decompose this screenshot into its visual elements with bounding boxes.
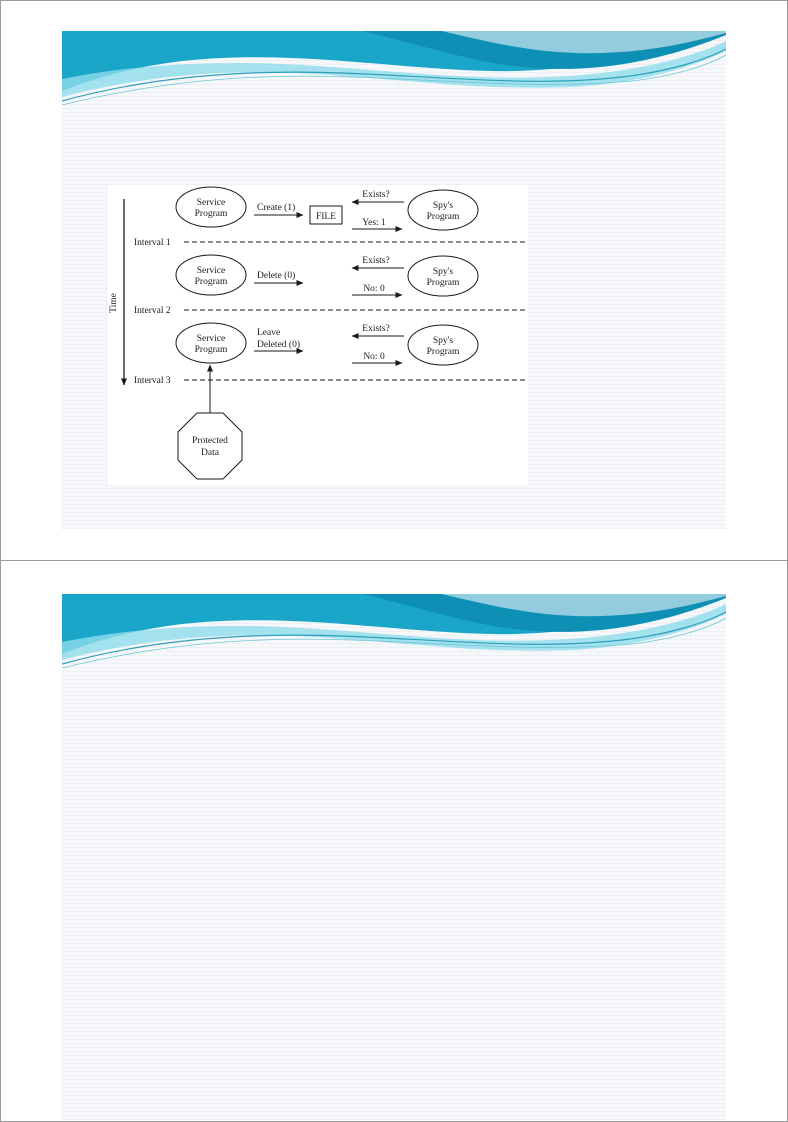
interval-1-label: Interval 1 bbox=[134, 238, 171, 248]
spy-program-node bbox=[407, 324, 479, 366]
file-label: FILE bbox=[316, 212, 336, 222]
leave-label: Leave bbox=[257, 328, 280, 338]
no-answer-label: No: 0 bbox=[363, 284, 385, 294]
spy-program-label-line1: Spy's bbox=[433, 267, 453, 277]
exists-query-label: Exists? bbox=[362, 324, 389, 334]
interval-2-label: Interval 2 bbox=[134, 306, 171, 316]
service-program-label-line2: Program bbox=[195, 277, 228, 287]
slide-1-banner bbox=[62, 31, 726, 106]
delete-label: Delete (0) bbox=[257, 270, 295, 281]
slide-1: Time Interval 1 Interval 2 Interval 3 Se… bbox=[62, 31, 726, 529]
exists-query-label: Exists? bbox=[362, 256, 389, 266]
time-label: Time bbox=[109, 293, 119, 313]
yes-answer-label: Yes: 1 bbox=[362, 218, 386, 228]
row-2: Service Program Delete (0) Exists? No: 0… bbox=[175, 254, 479, 298]
create-label: Create (1) bbox=[257, 202, 295, 213]
service-program-node bbox=[175, 186, 247, 228]
service-program-node bbox=[175, 322, 247, 364]
slide-2-banner bbox=[62, 594, 726, 669]
spy-program-label-line1: Spy's bbox=[433, 336, 453, 346]
service-program-label-line2: Program bbox=[195, 209, 228, 219]
row-1: Service Program Create (1) FILE Exists? … bbox=[175, 186, 479, 232]
row-3: Service Program Leave Deleted (0) Exists… bbox=[175, 322, 479, 366]
slide-2 bbox=[62, 594, 726, 1120]
service-program-label-line1: Service bbox=[197, 198, 226, 208]
service-program-label-line2: Program bbox=[195, 345, 228, 355]
page-divider bbox=[0, 560, 788, 561]
service-program-label-line1: Service bbox=[197, 266, 226, 276]
interval-3-label: Interval 3 bbox=[134, 376, 171, 386]
diagram-canvas: Time Interval 1 Interval 2 Interval 3 Se… bbox=[109, 186, 528, 480]
spy-program-node bbox=[407, 189, 479, 231]
spy-program-label-line2: Program bbox=[427, 347, 460, 357]
spy-program-node bbox=[407, 255, 479, 297]
spy-program-label-line1: Spy's bbox=[433, 201, 453, 211]
deleted-label: Deleted (0) bbox=[257, 339, 300, 350]
no-answer-label: No: 0 bbox=[363, 352, 385, 362]
exists-query-label: Exists? bbox=[362, 190, 389, 200]
spy-program-label-line2: Program bbox=[427, 278, 460, 288]
protected-data-label-line2: Data bbox=[201, 448, 220, 458]
protected-data-octagon bbox=[177, 412, 243, 480]
service-program-label-line1: Service bbox=[197, 334, 226, 344]
file-box bbox=[309, 205, 343, 225]
protected-data-label-line1: Protected bbox=[192, 436, 228, 446]
spy-program-label-line2: Program bbox=[427, 212, 460, 222]
covert-channel-diagram: Time Interval 1 Interval 2 Interval 3 Se… bbox=[108, 185, 528, 485]
service-program-node bbox=[175, 254, 247, 296]
